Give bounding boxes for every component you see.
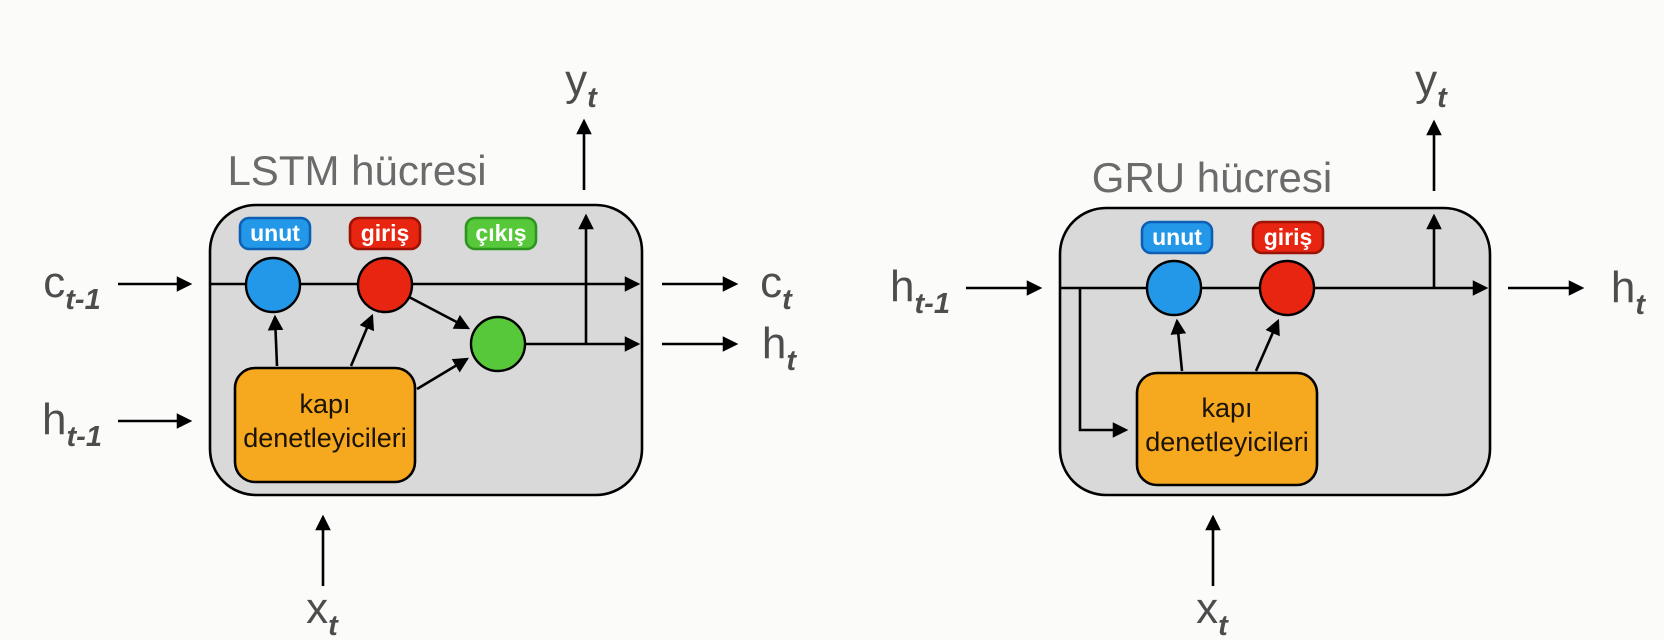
gru-x-input-label: xt xyxy=(1196,584,1229,640)
lstm-c-output-label: ct xyxy=(760,258,793,316)
lstm-y-output-label: yt xyxy=(565,56,598,114)
lstm-c-prev-label: ct-1 xyxy=(43,258,100,316)
lstm-input-to-output-arrow xyxy=(408,295,471,330)
lstm-forget-gate-node xyxy=(244,256,302,314)
gru-title: GRU hücresi xyxy=(1092,154,1332,201)
gru-cell-diagram: GRU hücresi unut giriş kapı denetleyicil… xyxy=(890,56,1646,640)
lstm-h-prev-label: ht-1 xyxy=(42,395,102,453)
lstm-controller-to-forget-arrow xyxy=(267,314,284,367)
lstm-input-gate-node xyxy=(356,256,414,314)
lstm-gate-controller-box xyxy=(233,366,417,484)
gru-state-to-controller-line xyxy=(1078,288,1129,438)
gru-forget-gate-node xyxy=(1145,259,1203,317)
lstm-x-input-label: xt xyxy=(306,584,339,640)
lstm-forget-gate-label: unut xyxy=(250,220,300,246)
lstm-gate-controller-label-line2: denetleyicileri xyxy=(243,423,407,453)
gru-forget-gate-label: unut xyxy=(1152,224,1202,250)
gru-y-output-label: yt xyxy=(1415,56,1448,114)
lstm-input-gate-label: giriş xyxy=(361,220,410,246)
gru-gate-controller-label-line1: kapı xyxy=(1201,393,1252,423)
gru-forget-gate-badge xyxy=(1140,220,1214,255)
gru-controller-to-forget-arrow xyxy=(1170,318,1187,372)
gru-h-output-label: ht xyxy=(1611,263,1646,321)
gru-gate-controller-box xyxy=(1135,371,1319,487)
lstm-controller-to-input-arrow xyxy=(349,313,375,367)
lstm-output-gate-label: çıkış xyxy=(475,220,526,246)
gru-input-gate-node xyxy=(1258,259,1316,317)
lstm-cell-diagram: LSTM hücresi unut giriş çıkış kapı den xyxy=(42,56,797,640)
lstm-controller-to-output-arrow xyxy=(416,357,470,391)
lstm-output-gate-node xyxy=(469,315,527,373)
lstm-input-gate-badge xyxy=(348,216,422,251)
gru-controller-to-input-arrow xyxy=(1254,318,1280,372)
lstm-gate-controller-label-line1: kapı xyxy=(299,389,350,419)
gru-input-gate-badge xyxy=(1251,220,1325,255)
gru-input-gate-label: giriş xyxy=(1264,224,1313,250)
lstm-forget-gate-badge xyxy=(238,216,312,251)
lstm-title: LSTM hücresi xyxy=(227,147,486,194)
lstm-h-output-label: ht xyxy=(762,319,797,377)
gru-h-prev-label: ht-1 xyxy=(890,262,950,320)
gru-gate-controller-label-line2: denetleyicileri xyxy=(1145,427,1309,457)
lstm-output-gate-badge xyxy=(464,216,538,251)
